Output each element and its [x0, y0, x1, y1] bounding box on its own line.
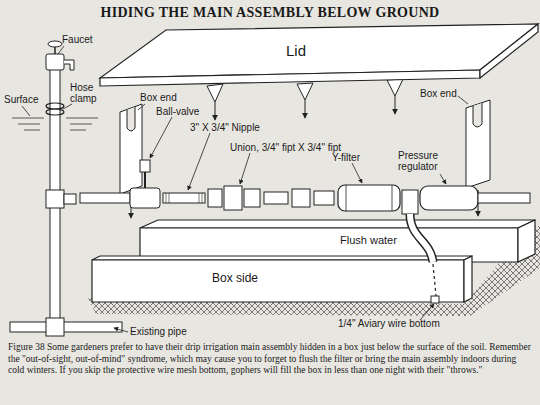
- fitting: [314, 191, 334, 205]
- pipe-tee: [46, 190, 64, 208]
- pressure-regulator: [420, 186, 478, 210]
- placement-arrow: [305, 100, 306, 118]
- lid-cleat: [297, 83, 313, 100]
- ball-valve-body: [130, 188, 160, 208]
- hose-clamp: [46, 109, 64, 115]
- leader-line: [63, 104, 72, 109]
- board-face: [518, 220, 535, 262]
- flush-water-path: [433, 264, 436, 296]
- union-half: [244, 189, 260, 207]
- outlet-pipe: [478, 193, 530, 203]
- faucet-spout: [64, 60, 74, 70]
- board-face: [464, 256, 472, 302]
- existing-pipe: [10, 322, 122, 332]
- board-face: [92, 260, 464, 302]
- figure-caption: Figure 38 Some gardeners prefer to have …: [8, 342, 532, 377]
- box-end-board: [120, 104, 142, 194]
- part-label: Box end: [140, 92, 177, 103]
- board-face: [100, 70, 480, 86]
- flush-tee: [402, 190, 418, 214]
- part-label: Existing pipe: [130, 326, 187, 337]
- board-notch: [127, 107, 135, 131]
- filter-bands: [346, 185, 392, 211]
- part-label: Box end: [420, 88, 457, 99]
- board-face: [140, 220, 535, 228]
- box-side-board: Box side: [92, 256, 472, 304]
- leader-line: [458, 96, 468, 104]
- part-label: Union, 3/4" fipt X 3/4" fipt: [230, 142, 341, 153]
- placement-arrow: [215, 102, 216, 120]
- y-filter-body: [338, 185, 400, 211]
- ball-valve-lever: [140, 160, 150, 172]
- ball-valve-stem: [144, 170, 146, 188]
- union-half: [208, 189, 222, 207]
- faucet-handle: [48, 41, 62, 47]
- part-label: Hose clamp: [70, 82, 106, 104]
- part-label: 1/4" Aviary wire bottom: [338, 318, 440, 329]
- hose-clamp: [46, 103, 64, 109]
- faucet-body: [46, 54, 64, 70]
- node-outline: [100, 24, 540, 86]
- part-label: Faucet: [62, 34, 93, 45]
- box-end-board: [466, 100, 490, 188]
- drain-opening: [431, 296, 439, 303]
- leader-line: [138, 104, 145, 110]
- lid-cleat: [387, 79, 403, 96]
- union-nut: [224, 186, 242, 210]
- pipe-tee: [46, 318, 64, 336]
- leader-arrow: [188, 133, 210, 190]
- lid-cleat: [207, 84, 223, 102]
- part-label: 3" X 3/4" Nipple: [190, 122, 260, 133]
- leader-arrow: [240, 153, 250, 184]
- part-label: Ball-valve: [156, 106, 199, 117]
- flush-hose: [410, 214, 433, 262]
- leader-line: [58, 46, 64, 54]
- placement-arrow: [395, 96, 396, 114]
- adapter: [264, 192, 288, 204]
- lid-plank: Lid: [100, 24, 540, 86]
- flush-hose: [410, 214, 433, 262]
- node-label: Lid: [286, 42, 306, 59]
- pipe-section: [80, 193, 130, 203]
- ground-hatch: [88, 226, 540, 316]
- board-face: [92, 256, 472, 260]
- thread-lines: [166, 193, 202, 203]
- leader-arrow: [420, 304, 434, 320]
- leader-arrow: [150, 117, 172, 158]
- pipe-stub: [64, 194, 76, 204]
- part-label: Pressure regulator: [398, 150, 460, 172]
- board-face: [480, 24, 538, 78]
- part-label: Y-filter: [332, 152, 360, 163]
- nipple: [163, 193, 205, 203]
- leader-arrow: [114, 328, 128, 332]
- leader-line: [22, 106, 30, 116]
- diagram-title: HIDING THE MAIN ASSEMBLY BELOW GROUND: [0, 5, 540, 21]
- node-label: Box side: [212, 271, 258, 285]
- leader-arrow: [440, 174, 446, 184]
- part-label: Surface: [4, 94, 38, 105]
- fitting: [292, 189, 310, 207]
- node-label: Flush water: [340, 234, 397, 246]
- board-notch: [473, 103, 482, 127]
- leader-arrow: [352, 163, 362, 183]
- node-outline: [92, 256, 472, 304]
